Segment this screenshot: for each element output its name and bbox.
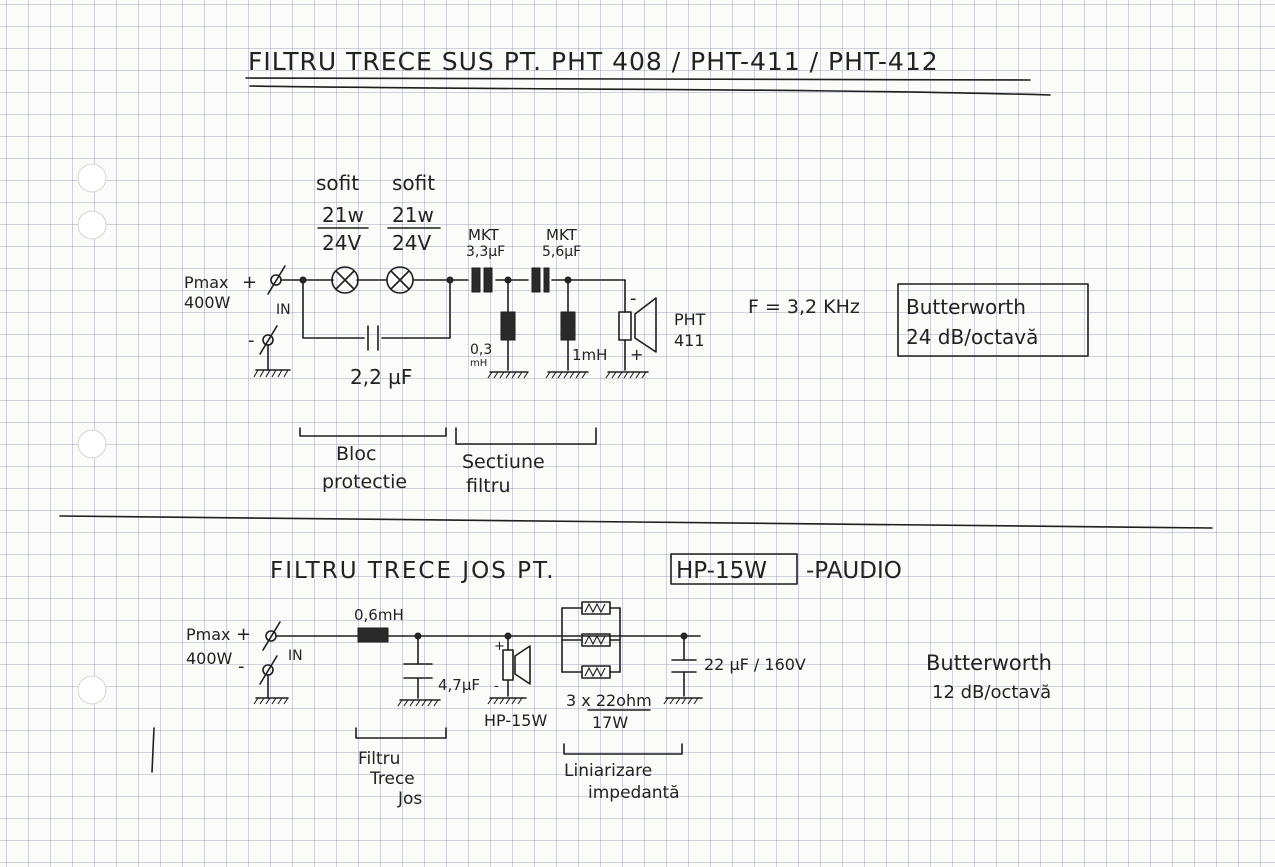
bottom-title-box — [670, 553, 798, 585]
top-filter-type: Butterworth — [906, 295, 1026, 319]
speaker-icon — [618, 297, 657, 353]
bottom-title-part1: FILTRU TRECE JOS PT. — [270, 558, 556, 584]
cap-2-type: MKT — [546, 226, 578, 244]
capacitor-icon — [531, 267, 550, 293]
speaker-name-2: 411 — [674, 331, 705, 350]
inductor-icon — [500, 311, 516, 341]
bottom-filter-slope: 12 dB/octavă — [932, 682, 1051, 703]
bulb-1-type: sofit — [316, 171, 359, 195]
ind-1-value: 0,3 — [470, 342, 492, 358]
bulb-1-watts: 21w — [322, 203, 364, 227]
ground-symbol — [253, 697, 289, 705]
top-bypass-wire — [302, 279, 451, 339]
section-divider — [59, 515, 1213, 529]
bottom-ind-value: 0,6mH — [354, 606, 404, 624]
ground-symbol — [545, 371, 589, 379]
binder-holes — [77, 163, 107, 705]
cap-2-value: 5,6µF — [542, 244, 581, 260]
ground-symbol — [663, 697, 703, 705]
bulb-lamp-icon — [386, 266, 414, 294]
capacitor-icon — [471, 267, 493, 293]
ground-symbol — [605, 371, 649, 379]
top-input-ground-symbol — [253, 369, 291, 378]
top-minus-sign: - — [248, 330, 255, 351]
stray-mark — [151, 727, 155, 773]
capacitor-icon — [671, 659, 697, 673]
top-frequency: F = 3,2 KHz — [748, 296, 860, 318]
block-lowpass-line1: Filtru — [358, 749, 400, 769]
block-filter-line2: filtru — [466, 475, 511, 497]
bottom-speaker-plus: + — [494, 639, 505, 654]
capacitor-icon — [367, 325, 379, 351]
speaker-plus: + — [630, 345, 643, 364]
block-filter-line1: Sectiune — [462, 451, 545, 473]
bottom-speaker-name: HP-15W — [484, 711, 547, 730]
bottom-plus-sign: + — [236, 624, 251, 645]
top-input-label: IN — [276, 302, 291, 318]
block-impedance-line1: Liniarizare — [564, 761, 652, 781]
inductor-icon — [357, 627, 389, 643]
block-protection-line2: protectie — [322, 471, 407, 493]
top-filter-slope: 24 dB/octavă — [906, 325, 1038, 349]
top-title: FILTRU TRECE SUS PT. PHT 408 / PHT-411 /… — [248, 47, 939, 76]
speaker-icon — [502, 645, 531, 685]
inductor-icon — [560, 311, 576, 341]
bulb-2-volts: 24V — [392, 231, 431, 255]
ind-2-value: 1mH — [572, 346, 607, 364]
brace-filter — [455, 427, 597, 445]
resistor-icon — [581, 633, 611, 647]
block-protection-line1: Bloc — [336, 443, 376, 465]
brace-impedance — [563, 743, 683, 755]
bottom-power-label: 400W — [186, 649, 233, 668]
bottom-minus-sign: - — [238, 656, 245, 677]
top-pmax-label: Pmax — [184, 273, 229, 292]
speaker-minus: - — [630, 288, 637, 309]
resistor-icon — [581, 601, 611, 615]
top-plus-sign: + — [242, 272, 257, 293]
bulb-1-volts: 24V — [322, 231, 361, 255]
top-input-terminal-minus — [259, 325, 278, 371]
bottom-title-boxed: HP-15W — [676, 558, 767, 584]
bottom-input-label: IN — [288, 648, 303, 664]
top-filter-box — [897, 283, 1089, 357]
block-lowpass-line2: Trece — [369, 769, 415, 789]
resistor-icon — [581, 665, 611, 679]
top-bypass-cap-value: 2,2 µF — [350, 365, 412, 389]
ground-symbol — [487, 371, 529, 379]
capacitor-icon — [403, 663, 433, 679]
brace-protection — [299, 427, 447, 437]
cap-1-type: MKT — [468, 226, 500, 244]
ind-1-unit: mH — [470, 358, 487, 369]
bottom-resistors-power: 17W — [592, 713, 628, 732]
bottom-input-terminal-minus — [259, 655, 278, 699]
speaker-name-1: PHT — [674, 310, 706, 329]
bulb-2-type: sofit — [392, 171, 435, 195]
cap-1-value: 3,3µF — [466, 244, 505, 260]
brace-lowpass — [355, 727, 447, 739]
bottom-speaker-minus: - — [494, 679, 499, 694]
bottom-zobel-cap: 22 µF / 160V — [704, 655, 806, 674]
bulb-lamp-icon — [331, 266, 359, 294]
bottom-pmax-label: Pmax — [186, 625, 231, 644]
bulb-2-watts: 21w — [392, 203, 434, 227]
block-lowpass-line3: Jos — [397, 789, 422, 809]
ground-symbol — [487, 697, 527, 705]
bottom-resistors-value: 3 x 22ohm — [566, 691, 652, 710]
ground-symbol — [397, 699, 441, 707]
top-title-underline — [245, 77, 1051, 96]
block-impedance-line2: impedantă — [588, 783, 680, 803]
top-power-label: 400W — [184, 293, 231, 312]
bottom-cap-value: 4,7µF — [438, 676, 480, 694]
bottom-title-part2: -PAUDIO — [806, 558, 902, 584]
bottom-filter-type: Butterworth — [926, 651, 1052, 675]
